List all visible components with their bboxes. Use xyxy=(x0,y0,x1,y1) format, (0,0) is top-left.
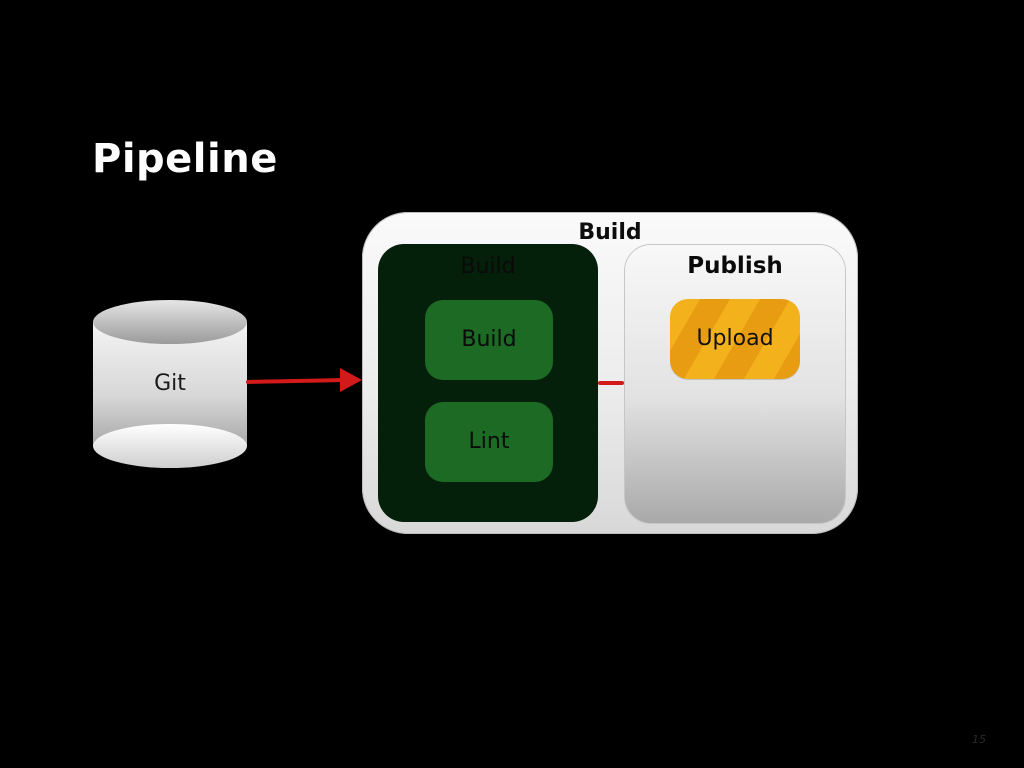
slide-title: Pipeline xyxy=(92,136,278,182)
stage-connector xyxy=(598,381,624,385)
stage-publish-title: Publish xyxy=(687,253,783,279)
job-build[interactable]: Build xyxy=(425,300,553,380)
stage-build-title: Build xyxy=(460,254,516,279)
arrow-right-icon xyxy=(246,368,362,392)
stage-build[interactable]: Build Build Lint xyxy=(378,244,598,522)
stage-publish[interactable]: Publish Upload xyxy=(625,245,845,523)
pipeline-container: Build Build Build Lint Publish Upload xyxy=(362,212,858,534)
git-repository: Git xyxy=(92,298,248,470)
pipeline-title: Build xyxy=(578,220,642,245)
page-number: 15 xyxy=(972,733,986,746)
git-label: Git xyxy=(154,371,186,396)
job-upload[interactable]: Upload xyxy=(670,299,800,379)
database-cylinder-icon xyxy=(93,300,247,468)
job-lint[interactable]: Lint xyxy=(425,402,553,482)
